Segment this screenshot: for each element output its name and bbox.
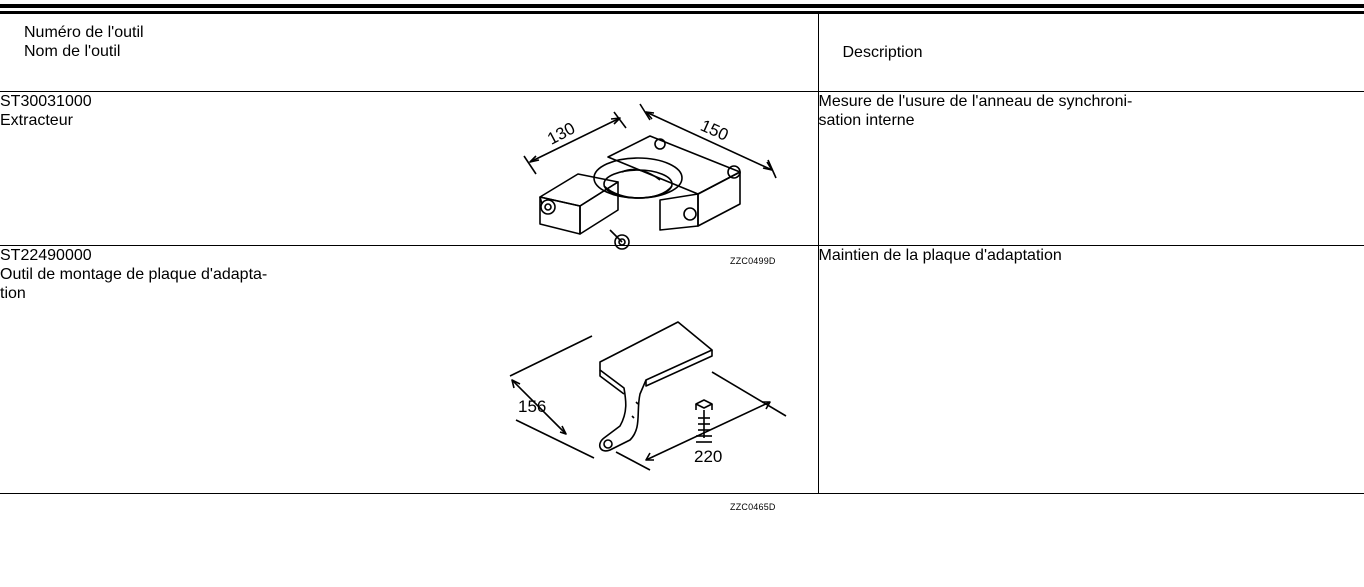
dimension-150: 150: [698, 116, 732, 145]
special-tools-table: Numéro de l'outil Nom de l'outil Descrip…: [0, 13, 1364, 512]
top-rule-thin: [0, 11, 1364, 13]
extractor-illustration: 130 150: [523, 103, 777, 250]
top-rule-thick: [0, 4, 1364, 8]
table-row: ST30031000 Extracteur: [0, 91, 1364, 266]
tool-number: ST22490000: [0, 247, 92, 264]
tool-number: ST30031000: [0, 93, 92, 110]
description-cell: Maintien de la plaque d'adaptation: [817, 245, 1364, 494]
table-row: ST22490000 Outil de montage de plaque d'…: [0, 245, 1364, 512]
dimension-130: 130: [544, 119, 578, 149]
description-line: Maintien de la plaque d'adaptation: [818, 247, 1062, 264]
dimension-220: 220: [694, 447, 722, 466]
header-tool-cell: Numéro de l'outil Nom de l'outil: [0, 13, 819, 92]
description-line: sation interne: [818, 112, 915, 129]
table-header-row: Numéro de l'outil Nom de l'outil Descrip…: [0, 13, 1364, 92]
tool-name: Extracteur: [0, 112, 73, 129]
header-tool-name: Nom de l'outil: [24, 43, 121, 60]
tool-cell: ST22490000 Outil de montage de plaque d'…: [0, 245, 819, 512]
description-cell: Mesure de l'usure de l'anneau de synchro…: [817, 91, 1364, 246]
dimension-156: 156: [518, 397, 546, 416]
description-line: Mesure de l'usure de l'anneau de synchro…: [818, 93, 1133, 110]
adapter-plate-tool-illustration: 156 220: [509, 321, 787, 471]
header-description-cell: Description: [817, 13, 1364, 92]
header-description: Description: [842, 44, 923, 61]
tool-name: Outil de montage de plaque d'adapta-: [0, 266, 268, 283]
tool-cell: ST30031000 Extracteur: [0, 91, 819, 266]
figure-code: ZZC0465D: [730, 502, 776, 512]
tool-name-continued: tion: [0, 285, 26, 302]
header-tool-number: Numéro de l'outil: [24, 24, 144, 41]
